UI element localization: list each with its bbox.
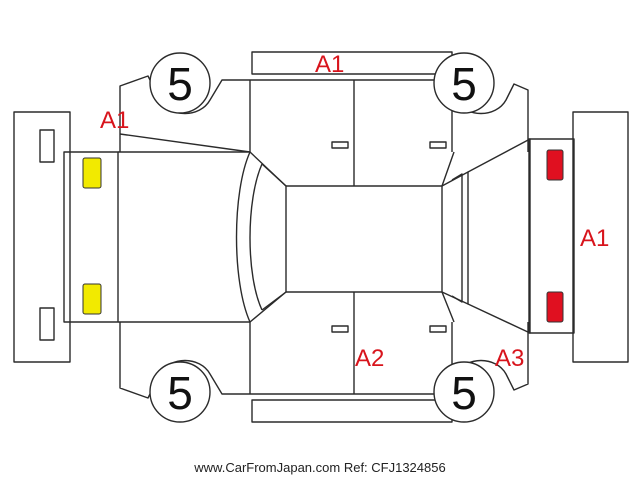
tire-rear-right: 5 [433,361,495,423]
tire-rating-front-right: 5 [451,58,477,110]
damage-code-front-left: A1 [100,107,129,134]
damage-code-roof-top: A1 [315,51,344,78]
damage-code-bottom-rear: A3 [495,345,524,372]
damage-code-bottom-door: A2 [355,345,384,372]
headlight-marker-bottom [82,283,102,315]
footer-reference: www.CarFromJapan.com Ref: CFJ1324856 [193,460,445,475]
tire-front-right: 5 [433,52,495,114]
rear-view [528,111,629,363]
tire-rating-front-left: 5 [167,58,193,110]
front-view [13,111,71,363]
headlight-marker-top [82,157,102,189]
tire-rating-rear-right: 5 [451,367,477,419]
taillight-marker-top [546,149,564,181]
top-view [63,138,531,334]
taillight-marker-bottom [546,291,564,323]
tire-rear-left: 5 [149,361,211,423]
damage-code-rear-right: A1 [580,225,609,252]
tire-front-left: 5 [149,52,211,114]
tire-rating-rear-left: 5 [167,367,193,419]
